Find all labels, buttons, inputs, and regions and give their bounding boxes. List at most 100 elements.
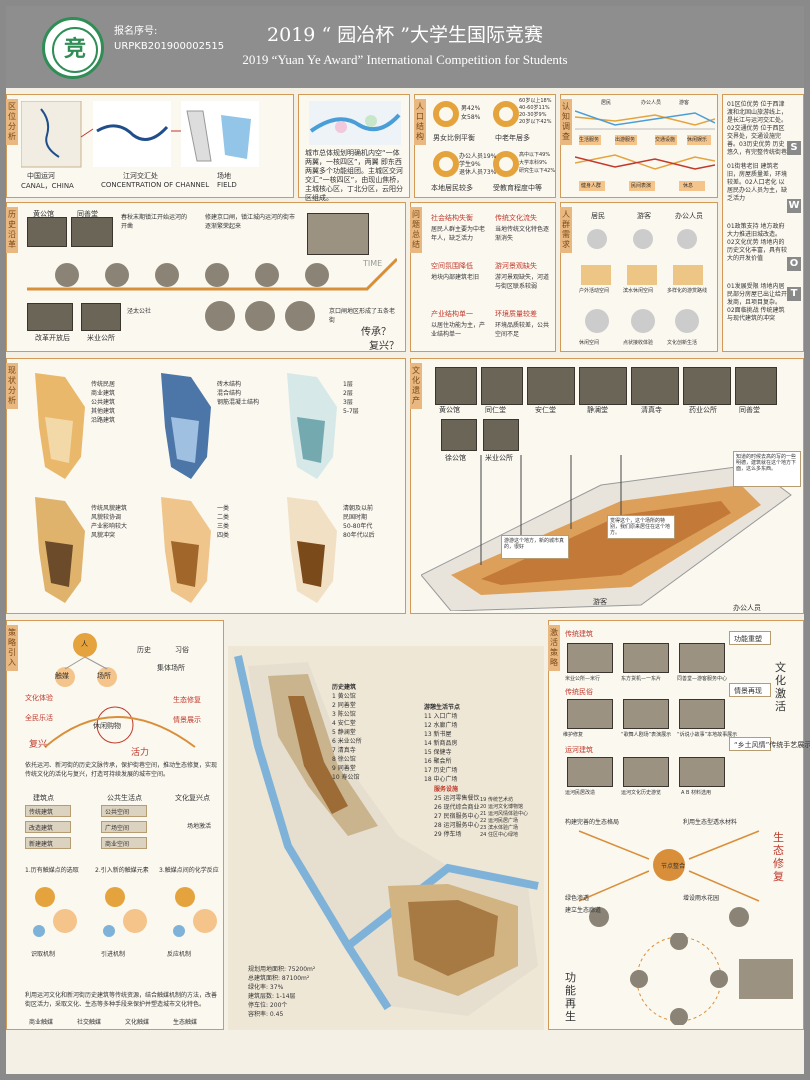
catalyst-step-3: 3.触媒点间的化学反应 <box>159 867 219 874</box>
status-panel: 现状分析 传统民居 商业建筑 公共建筑 其他建筑 沿路建筑 砖木结构 混合结构 … <box>6 358 406 614</box>
catalyst-type-1: 商业触媒 <box>29 1019 54 1026</box>
eco-item-3: 绿色渗透 <box>565 895 590 902</box>
heritage-site-7: 同善堂 <box>739 406 760 414</box>
stat-2: 总建筑面积: 87100m² <box>248 975 310 982</box>
activation-row-3: 运河建筑 <box>565 746 593 754</box>
masterplan-legend-a: 历史建筑 1 黄公馆 2 同善堂 3 陈公馆 4 安仁堂 5 静澜堂 6 米业公… <box>332 682 362 781</box>
location-maps <box>21 101 259 168</box>
history-photo-6 <box>205 301 235 331</box>
heritage-photo-6 <box>683 367 731 405</box>
activation-label-1: 米业公所—米行 <box>565 676 601 682</box>
needs-group-1: 居民 <box>591 212 605 220</box>
status-legend-1-e: 沿路建筑 <box>91 417 116 424</box>
eco-item-2: 利用生态型透水材料 <box>683 819 738 826</box>
activation-photo-2 <box>623 643 669 673</box>
heritage-note-1-box: 知道的时候去高的写的一些明德，建筑就在这个地方下面，这么多东西。 <box>733 451 801 487</box>
location-label-5: 场地 <box>217 172 231 180</box>
activation-photo-6 <box>679 699 725 729</box>
activation-label-9: A B 材料选用 <box>681 790 712 796</box>
strategy-diagram <box>44 633 196 748</box>
swot-w-letter: W <box>787 199 801 213</box>
heritage-photo-2 <box>481 367 523 405</box>
title-english: 2019 “Yuan Ye Award” International Compe… <box>242 52 568 67</box>
legend-d-title: 服务设施 <box>434 786 459 793</box>
location-panel: 区位分析 中国运河 CANAL，CHINA 江河交汇处 CONCENTRATIO… <box>6 94 294 198</box>
stat-3: 绿化率: 37% <box>248 984 284 991</box>
location-label-1: 中国运河 <box>27 172 55 180</box>
population-caption-1: 男女比例平衡 <box>433 134 475 142</box>
heritage-site-3: 安仁堂 <box>535 406 556 414</box>
masterplan-legend-d: 服务设施 25 运河零售餐饮 26 现代综合商业 27 民宿服务中心 28 运河… <box>434 784 480 838</box>
population-tag: 人口结构 <box>414 99 426 145</box>
location-label-4: CONCENTRATION OF CHANNEL <box>101 181 210 189</box>
status-legend-3-a: 1层 <box>343 381 353 388</box>
survey-label-7: 休息 <box>683 183 694 189</box>
survey-label-5: 健身人群 <box>581 183 602 189</box>
need-6: 文化创新生活 <box>667 340 698 346</box>
catalyst-box-6: 商业空间 <box>101 837 147 849</box>
location-label-6: FIELD <box>217 181 237 189</box>
need-5: 点状接收体验 <box>623 340 654 346</box>
masterplan-stats: 规划用地面积: 75200m² 总建筑面积: 87100m² 绿化率: 37% … <box>248 964 315 1018</box>
problem-5: 产业结构单一 <box>431 310 473 318</box>
needs-tag: 人群需求 <box>560 207 572 253</box>
activation-photo-3 <box>679 643 725 673</box>
problem-text-2: 当地传统文化特色逐渐消失 <box>495 226 550 242</box>
problem-text-3: 地块内部建筑老旧 <box>431 274 480 281</box>
stat-4: 建筑层数: 1-14层 <box>248 993 296 1000</box>
survey-label-6: 民间表演 <box>631 183 652 189</box>
activation-photo-5 <box>623 699 669 729</box>
need-1: 户外活动空间 <box>579 288 610 294</box>
eco-item-1: 构建完善的生态格局 <box>565 819 620 826</box>
heritage-note-2: 觉得这个，这个场所的特别，我们原来居住在这个地方。 <box>610 518 671 536</box>
status-legend-5: 一类 二类 三类 四类 <box>217 503 229 539</box>
strategy-node-6: 集体场所 <box>157 664 185 672</box>
status-legend-4-c: 产业影响较大 <box>91 523 128 530</box>
status-legend-3-c: 3层 <box>343 399 353 406</box>
activation-photo-9 <box>679 757 725 787</box>
catalyst-item-4: 公共空间 <box>105 809 130 816</box>
catalyst-box-2: 改造建筑 <box>25 821 71 833</box>
catalyst-box-4: 公共空间 <box>101 805 147 817</box>
survey-label-1: 生活服务 <box>579 137 600 143</box>
status-legend-5-d: 四类 <box>217 532 230 539</box>
catalyst-dots <box>33 887 217 937</box>
status-legend-1: 传统民居 商业建筑 公共建筑 其他建筑 沿路建筑 <box>91 379 115 424</box>
masterplan: 历史建筑 1 黄公馆 2 同善堂 3 陈公馆 4 安仁堂 5 静澜堂 6 米业公… <box>228 646 544 1030</box>
catalyst-box-5: 广场空间 <box>101 821 147 833</box>
history-label-4: 米业公所 <box>87 334 115 342</box>
status-legend-5-b: 二类 <box>217 514 230 521</box>
location-tag: 区位分析 <box>6 99 18 145</box>
strategy-node-7: 文化体验 <box>25 694 53 702</box>
activation-label-3: 同善堂—游客服务中心 <box>677 676 728 682</box>
problem-4: 游河景观缺失 <box>495 262 537 270</box>
strategy-node-5: 习俗 <box>175 646 189 654</box>
history-photo-3 <box>307 213 369 255</box>
activation-panel: 激活策略 传统建筑 米业公所—米行 东方货机—一东片 同善堂—游客服务中心 功能… <box>548 620 810 1030</box>
status-legend-1-d: 其他建筑 <box>91 408 116 415</box>
legend-d-2: 26 现代综合商业 <box>434 804 480 811</box>
legend-c-3: 21 运河风情体验中心 <box>480 811 528 817</box>
mechanism-3: 反应机制 <box>167 951 192 958</box>
legend-a-10: 10 寿公馆 <box>332 774 360 781</box>
status-legend-5-c: 三类 <box>217 523 230 530</box>
population-caption-3: 本地居民较多 <box>431 184 473 192</box>
strategy-node-1: 人 <box>81 640 88 648</box>
needs-group-3: 办公人员 <box>675 212 703 220</box>
strategy-summary: 利用运河文化和新河街历史建筑等传统资源，结合触媒机制的方法，改善街区活力，采取文… <box>25 992 218 1008</box>
function-title: 功能再生 <box>565 971 576 1023</box>
legend-b-2: 12 水廊广场 <box>424 722 458 729</box>
competition-logo: 竞 <box>42 17 104 79</box>
activation-tag: 激活策略 <box>548 625 560 671</box>
legend-a-5: 5 静澜堂 <box>332 729 356 736</box>
legend-a-2: 2 同善堂 <box>332 702 356 709</box>
legend-a-6: 6 米业公所 <box>332 738 362 745</box>
heritage-site-4: 静澜堂 <box>587 406 608 414</box>
history-label-2: 同善堂 <box>77 210 98 218</box>
eco-item-6: 建立生态廊道 <box>565 907 602 914</box>
survey-chart <box>575 110 715 191</box>
legend-c-1: 19 传统艺术坊 <box>480 797 513 803</box>
history-event-2: 修建京口闸，镇江城内运河的街市逐渐繁荣起来 <box>205 214 296 230</box>
survey-label-3: 交通设施 <box>655 137 676 143</box>
population-item-11: 大学本科9% <box>519 160 547 166</box>
